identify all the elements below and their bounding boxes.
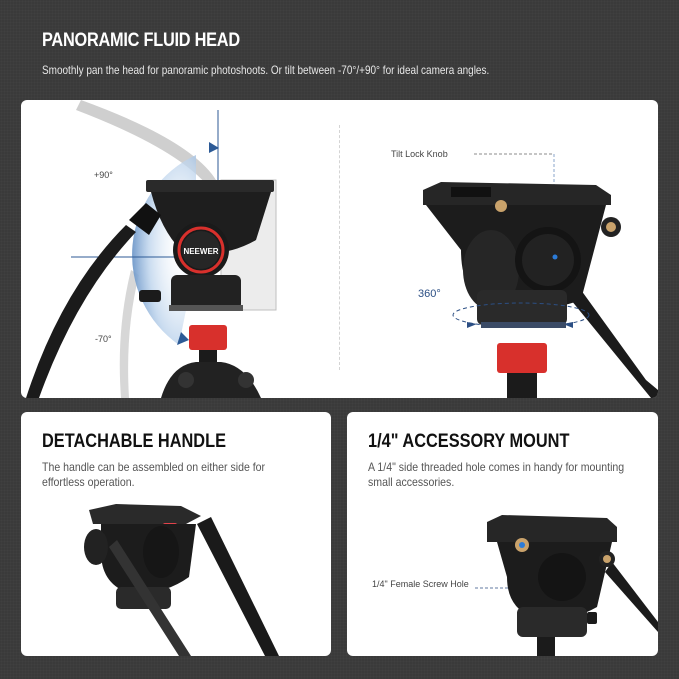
accessory-mount-card: 1/4" ACCESSORY MOUNT A 1/4" side threade… bbox=[347, 412, 658, 656]
screw-hole-label: 1/4" Female Screw Hole bbox=[372, 579, 469, 589]
brand-badge: NEEWER bbox=[183, 247, 218, 256]
card-description: A 1/4" side threaded hole comes in handy… bbox=[368, 460, 625, 489]
handle-illustration bbox=[84, 504, 279, 656]
card-title: 1/4" ACCESSORY MOUNT bbox=[368, 431, 570, 452]
page-subtitle: Smoothly pan the head for panoramic phot… bbox=[42, 64, 490, 77]
tilt-down-label: -70° bbox=[95, 334, 112, 344]
panel-divider bbox=[339, 125, 340, 370]
detachable-handle-card: DETACHABLE HANDLE The handle can be asse… bbox=[21, 412, 331, 656]
accessory-mount-illustration bbox=[475, 515, 658, 656]
tilt-lock-knob-label: Tilt Lock Knob bbox=[391, 149, 448, 159]
rotation-label: 360° bbox=[418, 288, 441, 300]
tilt-up-label: +90° bbox=[94, 170, 113, 180]
page-title: PANORAMIC FLUID HEAD bbox=[42, 30, 240, 51]
tilt-range-illustration: NEEWER bbox=[26, 100, 277, 398]
card-description: The handle can be assembled on either si… bbox=[42, 460, 266, 489]
panoramic-panel: NEEWER +90° -70° bbox=[21, 100, 658, 398]
card-title: DETACHABLE HANDLE bbox=[42, 431, 226, 452]
